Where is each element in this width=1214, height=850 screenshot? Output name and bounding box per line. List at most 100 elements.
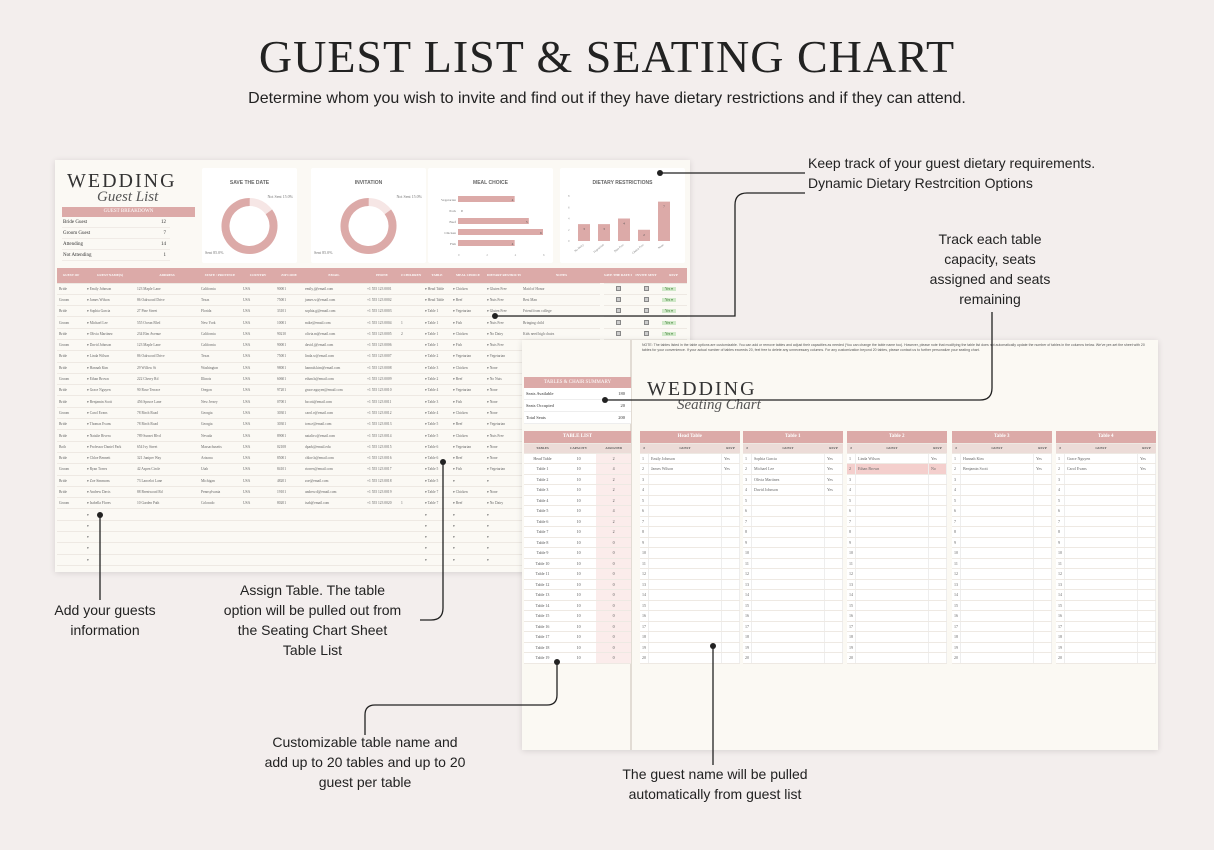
cell[interactable]: linda.w@email.com: [303, 350, 365, 363]
cell[interactable]: ▾ Table 2: [423, 373, 451, 386]
cell[interactable]: [303, 520, 365, 533]
cell[interactable]: ▾: [423, 520, 451, 533]
cell[interactable]: 75001: [275, 294, 303, 307]
cell[interactable]: USA: [241, 328, 275, 340]
cell[interactable]: Bride: [57, 475, 85, 487]
cell[interactable]: ▾ Table 2: [423, 350, 451, 363]
cell[interactable]: Texas: [199, 350, 241, 363]
cell[interactable]: Massachusetts: [199, 441, 241, 453]
cell[interactable]: ▾ Olivia Martinez: [85, 328, 135, 340]
cell[interactable]: ▾ Table 1: [423, 328, 451, 340]
cell[interactable]: 789 Sunset Blvd: [135, 429, 199, 442]
cell[interactable]: USA: [241, 441, 275, 453]
cell[interactable]: [241, 542, 275, 555]
cell[interactable]: 90210: [275, 328, 303, 340]
cell[interactable]: 80201: [275, 497, 303, 510]
cell[interactable]: Groom: [57, 463, 85, 476]
cell[interactable]: [303, 554, 365, 566]
cell[interactable]: ▾: [85, 531, 135, 544]
cell[interactable]: ▾ Table 1: [423, 316, 451, 329]
cell[interactable]: 86 Oakwood Drive: [135, 294, 199, 307]
cell[interactable]: USA: [241, 463, 275, 476]
cell[interactable]: USA: [241, 339, 275, 352]
cell[interactable]: ▾: [85, 554, 135, 566]
cell[interactable]: ▾ Fish: [451, 339, 485, 352]
cell[interactable]: USA: [241, 475, 275, 487]
cell[interactable]: ▾ Beef: [451, 294, 485, 307]
cell[interactable]: ▾ Fish: [451, 316, 485, 329]
cell[interactable]: ▾ Nuts Free: [485, 316, 521, 329]
cell[interactable]: james.w@email.com: [303, 294, 365, 307]
cell[interactable]: 321 Juniper Way: [135, 452, 199, 465]
cell[interactable]: emily.j@email.com: [303, 283, 365, 295]
cell[interactable]: 42 Aspen Circle: [135, 463, 199, 476]
cell[interactable]: Utah: [199, 463, 241, 476]
cell[interactable]: [399, 339, 423, 352]
cell[interactable]: ▾ Hannah Kim: [85, 362, 135, 374]
cell[interactable]: 75001: [275, 350, 303, 363]
cell[interactable]: ▾ Vegetarian: [485, 418, 521, 431]
cell[interactable]: California: [199, 328, 241, 340]
cell[interactable]: dpark@email.edu: [303, 441, 365, 453]
cell[interactable]: 555 Ocean Blvd: [135, 316, 199, 329]
cell[interactable]: Table 4: [524, 495, 561, 506]
cell[interactable]: ▾ Vegetarian: [451, 350, 485, 363]
cell[interactable]: Table 6: [524, 516, 561, 527]
cell[interactable]: ▾ Table 5: [423, 463, 451, 476]
cell[interactable]: ▾ None: [485, 362, 521, 374]
cell[interactable]: Groom: [57, 497, 85, 510]
cell[interactable]: Bringing child: [521, 316, 602, 329]
cell[interactable]: +1 555 123 0012: [365, 407, 399, 420]
cell[interactable]: [241, 520, 275, 533]
cell[interactable]: ▾: [423, 554, 451, 566]
cell[interactable]: 10 Garden Path: [135, 497, 199, 510]
cell[interactable]: Groom: [57, 294, 85, 307]
cell[interactable]: ▾ Grace Nguyen: [85, 384, 135, 397]
cell[interactable]: [632, 316, 660, 329]
cell[interactable]: [365, 520, 399, 533]
cell[interactable]: 86 Oakwood Drive: [135, 350, 199, 363]
cell[interactable]: Bride: [57, 328, 85, 340]
cell[interactable]: [632, 328, 660, 340]
cell[interactable]: 98001: [275, 362, 303, 374]
cell[interactable]: ▾ Chloe Bennett: [85, 452, 135, 465]
cell[interactable]: [135, 520, 199, 533]
cell[interactable]: +1 555 123 0003: [365, 305, 399, 318]
cell[interactable]: 123 Maple Lane: [135, 339, 199, 352]
cell[interactable]: USA: [241, 373, 275, 386]
cell[interactable]: Both: [57, 441, 85, 453]
cell[interactable]: Bride: [57, 418, 85, 431]
cell[interactable]: ▾ Table 7: [423, 486, 451, 499]
cell[interactable]: sophia.g@email.com: [303, 305, 365, 318]
cell[interactable]: +1 555 123 0005: [365, 328, 399, 340]
cell[interactable]: USA: [241, 418, 275, 431]
cell[interactable]: [199, 520, 241, 533]
cell[interactable]: Georgia: [199, 407, 241, 420]
cell[interactable]: +1 555 123 0010: [365, 384, 399, 397]
cell[interactable]: ▾ Isabella Flores: [85, 497, 135, 510]
cell[interactable]: ▾ Linda Wilson: [85, 350, 135, 363]
cell[interactable]: [241, 531, 275, 544]
cell[interactable]: ▾ None: [485, 384, 521, 397]
cell[interactable]: Table 10: [524, 558, 561, 569]
cell[interactable]: ▾ Thomas Evans: [85, 418, 135, 431]
cell[interactable]: [57, 508, 85, 521]
cell[interactable]: ▾: [485, 520, 521, 533]
cell[interactable]: [600, 305, 632, 318]
cell[interactable]: Bride: [57, 362, 85, 374]
cell[interactable]: [365, 531, 399, 544]
cell[interactable]: ▾ Andrew Davis: [85, 486, 135, 499]
cell[interactable]: ▾: [451, 531, 485, 544]
cell[interactable]: ▾ Nuts Free: [485, 429, 521, 442]
cell[interactable]: Bride: [57, 305, 85, 318]
cell[interactable]: USA: [241, 497, 275, 510]
cell[interactable]: ▾ Nuts Free: [485, 294, 521, 307]
cell[interactable]: ▾: [85, 520, 135, 533]
cell[interactable]: [275, 508, 303, 521]
cell[interactable]: +1 555 123 0004: [365, 316, 399, 329]
cell[interactable]: ▾ Table 3: [423, 362, 451, 374]
cell[interactable]: [135, 542, 199, 555]
cell[interactable]: Bride: [57, 350, 85, 363]
cell[interactable]: ▾ Sophia Garcia: [85, 305, 135, 318]
cell[interactable]: 29 Willow St: [135, 362, 199, 374]
